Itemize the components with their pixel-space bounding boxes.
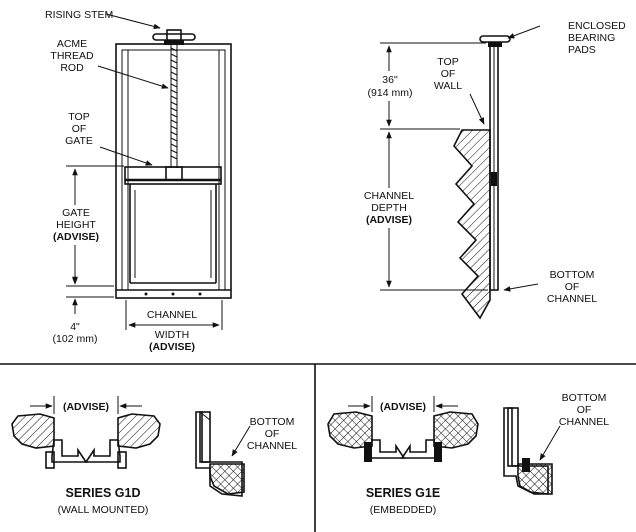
dim-914mm-label: (914 mm) [368,87,413,99]
channel-width-label-3: (ADVISE) [149,341,195,353]
top-gate-label-2: OF [72,123,87,135]
g1e-bottom-label-1: BOTTOM [562,392,607,404]
bottom-channel-label-1: BOTTOM [550,269,595,281]
acme-thread-rod [170,44,178,168]
g1d-advise-label: (ADVISE) [63,401,109,413]
side-view: ENCLOSED BEARING PADS 36" (914 mm) TOP O… [356,20,626,320]
dim-102mm-label: (102 mm) [53,333,98,345]
gate-height-label-3: (ADVISE) [53,231,99,243]
top-wall-label-3: WALL [434,80,462,92]
channel-width-label-2: WIDTH [155,329,189,341]
acme-label-3: ROD [60,62,84,74]
g1e-bottom-label-2: OF [577,404,592,416]
gate-leaf [124,166,222,284]
handwheel [152,29,196,45]
g1e-bottom-label-3: CHANNEL [559,416,609,428]
front-view: RISING STEM ACME THREAD ROD TOP OF GATE … [45,9,232,353]
frame-outline [115,43,232,299]
bearing-label-3: PADS [568,44,596,56]
bearing-label-1: ENCLOSED [568,20,626,32]
rising-stem-label: RISING STEM [45,9,113,21]
g1e-title: SERIES G1E [366,486,440,500]
top-gate-label-3: GATE [65,135,93,147]
top-wall-label-2: OF [441,68,456,80]
top-gate-label-1: TOP [68,111,89,123]
series-g1d-detail: (ADVISE) BOTTOM OF CHANNEL SERIES G1D (W… [11,396,297,516]
bottom-channel-label-3: CHANNEL [547,293,597,305]
gate-height-label-1: GATE [62,207,90,219]
channel-bottom [209,463,245,495]
channel-width-label-1: CHANNEL [147,309,197,321]
g1e-subtitle: (EMBEDDED) [370,504,437,516]
acme-label-1: ACME [57,38,87,50]
g1e-advise-label: (ADVISE) [380,401,426,413]
gate-height-label-2: HEIGHT [56,219,96,231]
top-wall-label-1: TOP [437,56,458,68]
g1d-subtitle: (WALL MOUNTED) [58,504,149,516]
series-g1e-detail: (ADVISE) BOTTOM OF CHANNEL SERIES G1E (E… [327,392,609,516]
g1d-title: SERIES G1D [65,486,140,500]
channel-depth-label-2: DEPTH [371,202,407,214]
right-wall [117,413,161,449]
channel-depth-label-1: CHANNEL [364,190,414,202]
channel-wall [453,129,491,320]
channel-depth-label-3: (ADVISE) [366,214,412,226]
bottom-channel-label-2: OF [565,281,580,293]
g1d-bottom-label-2: OF [265,428,280,440]
bearing-label-2: BEARING [568,32,615,44]
g1d-bottom-label-3: CHANNEL [247,440,297,452]
dim-36in-label: 36" [382,74,398,86]
frame-inner [121,49,226,291]
acme-label-2: THREAD [50,50,94,62]
g1d-bottom-label-1: BOTTOM [250,416,295,428]
left-wall [11,413,55,449]
dim-4in-label: 4" [70,321,80,333]
